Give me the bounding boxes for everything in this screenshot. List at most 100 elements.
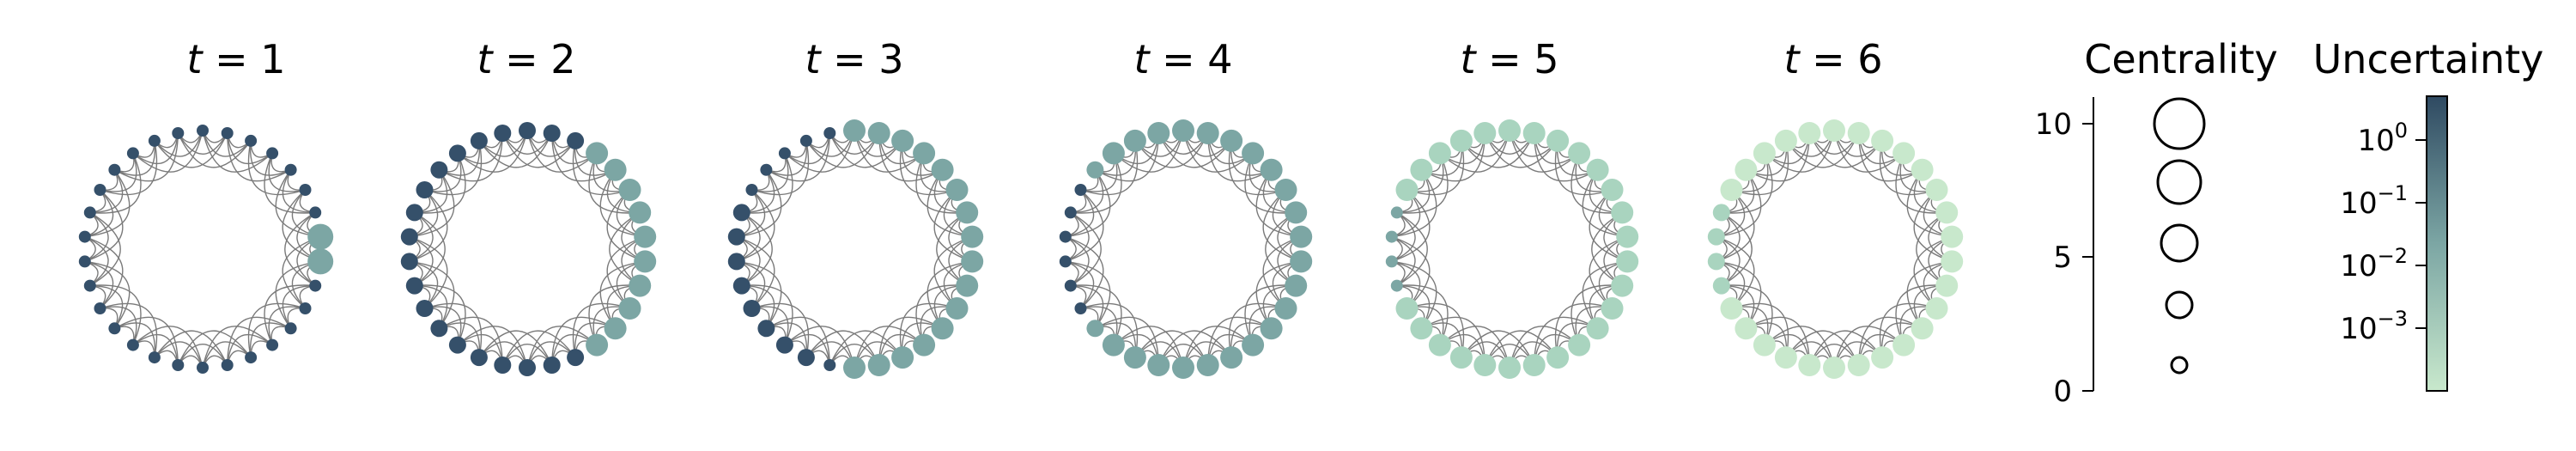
graph-edge bbox=[1265, 211, 1297, 287]
graph-edge bbox=[177, 132, 228, 155]
graph-node bbox=[913, 142, 936, 165]
graph-edge bbox=[588, 153, 641, 214]
graph-node bbox=[197, 125, 209, 137]
graph-node bbox=[629, 274, 652, 297]
graph-edge bbox=[751, 140, 810, 196]
graph-edge bbox=[1391, 211, 1416, 263]
graph-node bbox=[1568, 142, 1591, 165]
graph-edge bbox=[1157, 132, 1232, 168]
graph-node bbox=[745, 184, 758, 196]
graph-node bbox=[604, 317, 627, 340]
graph-node bbox=[1774, 129, 1797, 152]
graph-node bbox=[1086, 161, 1104, 179]
graph-edge bbox=[1554, 140, 1613, 196]
graph-edge bbox=[1070, 284, 1122, 345]
uncertainty-ticks: 100 10−1 10−2 10−3 bbox=[2340, 119, 2427, 346]
graph-node bbox=[961, 250, 984, 273]
graph-node bbox=[1847, 122, 1870, 144]
graph-node bbox=[172, 359, 185, 371]
graph-edge bbox=[1182, 130, 1254, 173]
graph-node bbox=[78, 230, 91, 243]
graph-node bbox=[1935, 274, 1959, 297]
graph-edge bbox=[599, 169, 646, 238]
graph-node bbox=[760, 163, 773, 176]
graph-edge bbox=[282, 169, 316, 214]
graph-node bbox=[1395, 179, 1419, 201]
graph-edge bbox=[829, 132, 903, 168]
graph-node bbox=[83, 279, 96, 292]
graph-edge bbox=[736, 211, 761, 263]
graph-edge bbox=[414, 153, 466, 214]
graph-node bbox=[1410, 317, 1433, 340]
graph-edge bbox=[766, 132, 830, 182]
graph-node bbox=[1941, 250, 1964, 273]
graph-edge bbox=[1484, 330, 1558, 366]
graph-edge bbox=[249, 140, 291, 176]
graph-node bbox=[1102, 333, 1125, 357]
graph-node bbox=[1911, 158, 1934, 181]
graph-node bbox=[1395, 297, 1419, 320]
graph-node bbox=[1260, 317, 1283, 340]
centrality-legend: Centrality 0 5 10 bbox=[2035, 36, 2278, 409]
graph-node bbox=[1064, 206, 1077, 219]
graph-edge bbox=[89, 284, 142, 345]
graph-edge bbox=[1391, 260, 1437, 329]
graph-edge bbox=[1421, 132, 1485, 182]
graph-node bbox=[956, 274, 979, 297]
graph-edge bbox=[1534, 132, 1598, 182]
graph-edge bbox=[439, 140, 481, 176]
graph-edge bbox=[1582, 260, 1628, 329]
graph-edge bbox=[424, 153, 462, 192]
graph-edge bbox=[736, 260, 766, 309]
graph-node bbox=[1893, 333, 1916, 357]
graph-edge bbox=[457, 132, 503, 165]
graph-edge bbox=[414, 169, 448, 214]
graph-edge bbox=[1833, 326, 1905, 369]
graph-node bbox=[221, 359, 234, 371]
graph-node bbox=[83, 206, 96, 219]
graph-node bbox=[1498, 357, 1521, 379]
graph-edge bbox=[1716, 169, 1762, 238]
graph-node bbox=[891, 129, 914, 152]
graph-node bbox=[1707, 228, 1725, 246]
graph-edge bbox=[927, 169, 973, 238]
centrality-legend-title: Centrality bbox=[2084, 36, 2278, 82]
graph-edge bbox=[132, 130, 204, 173]
graph-edge bbox=[766, 316, 830, 366]
graph-edge bbox=[899, 302, 957, 358]
panel-title-4: t = 4 bbox=[1133, 36, 1232, 82]
graph-edge bbox=[282, 235, 321, 309]
graph-panel-6 bbox=[1707, 119, 1964, 379]
graph-edge bbox=[414, 211, 446, 287]
graph-node bbox=[307, 223, 334, 250]
graph-edge bbox=[1461, 330, 1535, 366]
graph-edge bbox=[1571, 153, 1623, 214]
graph-edge bbox=[784, 326, 855, 369]
graph-edge bbox=[1808, 330, 1883, 366]
graph-edge bbox=[457, 130, 528, 173]
graph-node bbox=[618, 297, 641, 320]
graph-node bbox=[1172, 357, 1194, 379]
graph-node bbox=[416, 300, 434, 317]
graph-edge bbox=[572, 302, 630, 358]
graph-node bbox=[309, 279, 322, 292]
graph-node bbox=[1847, 354, 1870, 376]
graph-edge bbox=[1731, 302, 1789, 358]
graph-edge bbox=[1134, 330, 1209, 366]
graph-edge bbox=[132, 132, 179, 165]
graph-edge bbox=[1879, 140, 1937, 196]
graph-edge bbox=[606, 235, 646, 309]
graph-edge bbox=[736, 235, 761, 287]
graph-edge bbox=[1858, 316, 1923, 366]
graph-edge bbox=[439, 316, 503, 366]
graph-node bbox=[448, 336, 466, 354]
graph-edge bbox=[227, 132, 291, 182]
graph-node bbox=[1823, 357, 1845, 379]
graph-edge bbox=[84, 260, 131, 329]
graph-edge bbox=[1913, 235, 1953, 309]
graph-node bbox=[172, 127, 185, 139]
graph-edge bbox=[805, 132, 880, 168]
graph-edge bbox=[114, 322, 156, 358]
graph-node bbox=[284, 322, 297, 335]
graph-node bbox=[470, 349, 488, 367]
